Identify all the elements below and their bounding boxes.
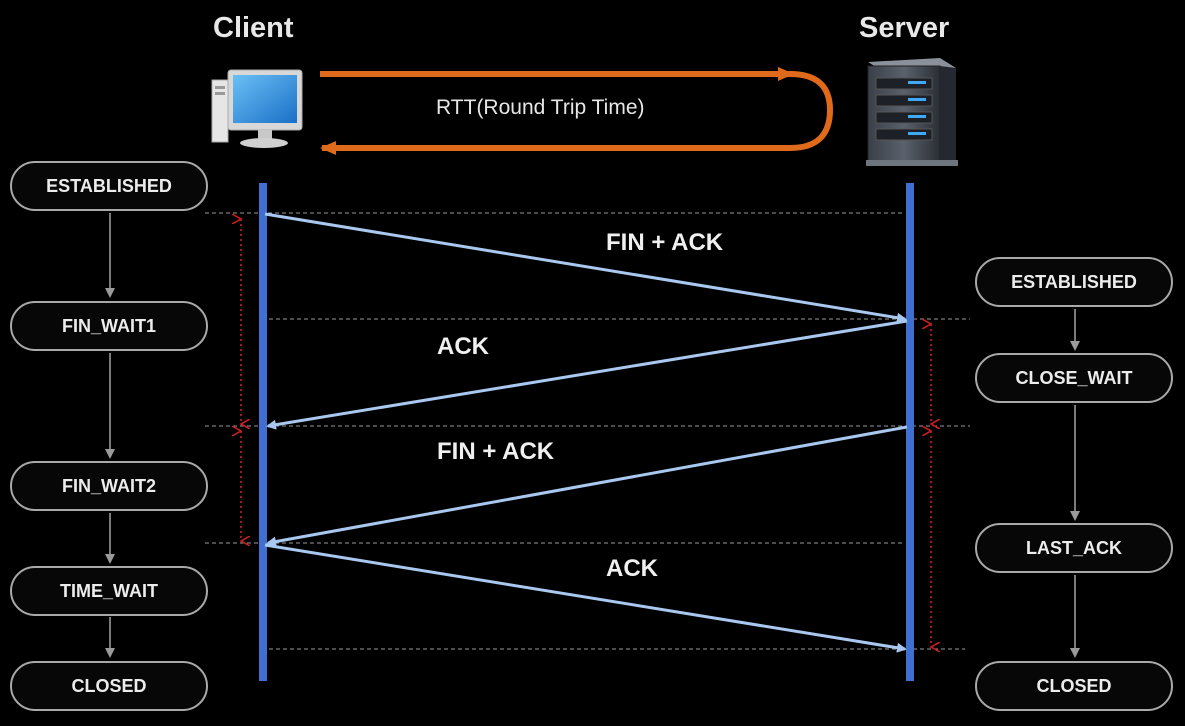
interval-markers: [241, 219, 931, 647]
server-timeline: [906, 183, 914, 681]
message-label-fin-ack-1: FIN + ACK: [606, 229, 724, 256]
message-arrow-ack-1: [266, 319, 908, 430]
rtt-label: RTT(Round Trip Time): [436, 96, 645, 119]
client-timeline: [259, 183, 267, 681]
server-state-established: ESTABLISHED: [975, 257, 1173, 307]
event-guides: [205, 212, 970, 650]
server-heading: Server: [859, 12, 950, 44]
client-state-time-wait: TIME_WAIT: [10, 566, 208, 616]
message-label-ack-2: ACK: [606, 555, 658, 582]
message-arrow-ack-2: [264, 543, 907, 653]
message-label-ack-1: ACK: [437, 333, 489, 360]
message-arrows: [264, 212, 908, 653]
computer-icon: [211, 69, 303, 148]
message-arrow-fin-ack-1: [264, 212, 907, 323]
server-icon: [866, 58, 958, 166]
server-state-closed: CLOSED: [975, 661, 1173, 711]
client-state-fin-wait2: FIN_WAIT2: [10, 461, 208, 511]
client-heading: Client: [213, 12, 294, 44]
message-arrow-fin-ack-2: [266, 425, 908, 547]
client-state-fin-wait1: FIN_WAIT1: [10, 301, 208, 351]
client-state-closed: CLOSED: [10, 661, 208, 711]
state-transitions: [105, 213, 1080, 658]
rtt-arrow: [320, 67, 834, 155]
client-state-established: ESTABLISHED: [10, 161, 208, 211]
server-state-close-wait: CLOSE_WAIT: [975, 353, 1173, 403]
server-state-last-ack: LAST_ACK: [975, 523, 1173, 573]
message-label-fin-ack-2: FIN + ACK: [437, 438, 555, 465]
